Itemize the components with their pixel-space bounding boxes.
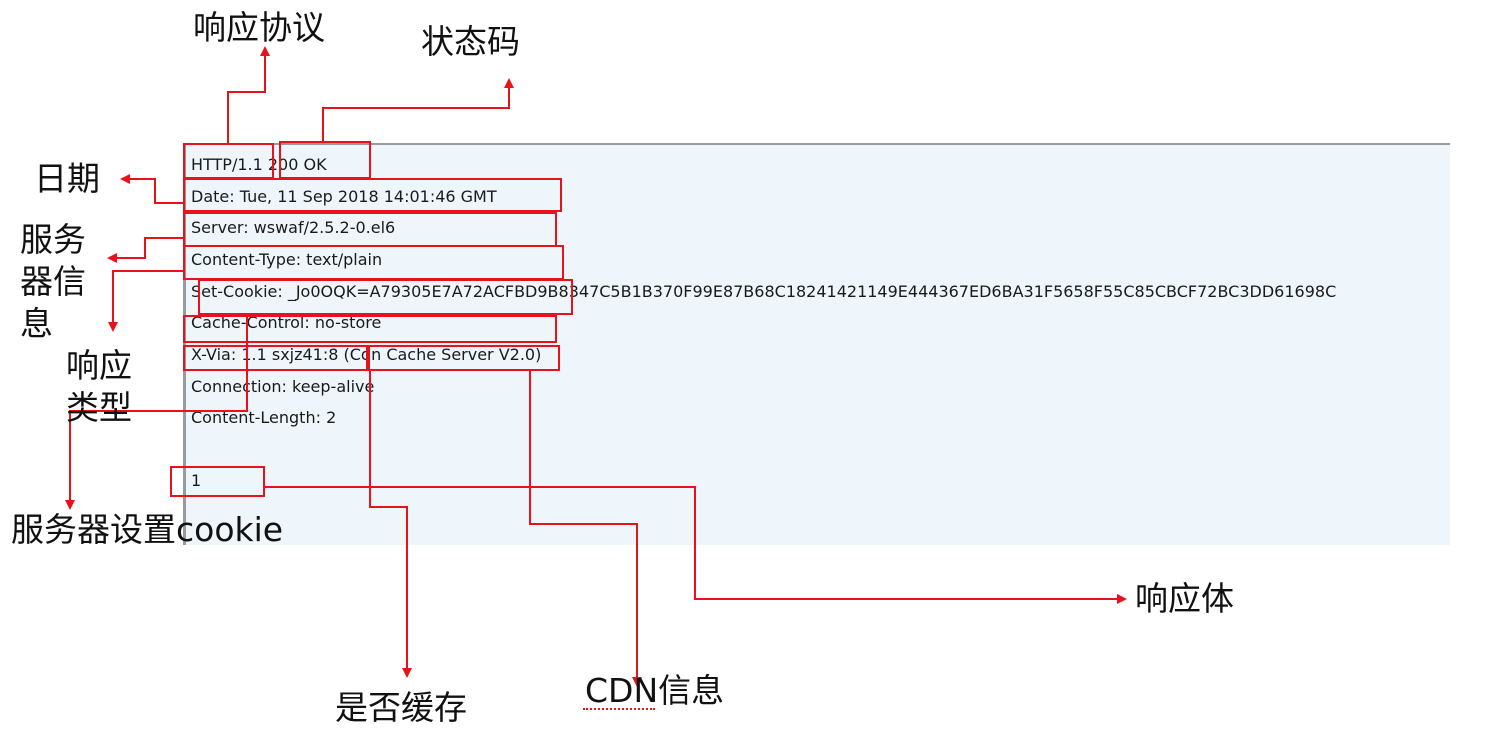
protocol-box	[183, 143, 274, 179]
date-arrow	[120, 174, 183, 204]
body-box	[170, 466, 265, 497]
header-date: Date: Tue, 11 Sep 2018 14:01:46 GMT	[191, 187, 497, 206]
header-content-length: Content-Length: 2	[191, 408, 337, 427]
label-status-code: 状态码	[421, 22, 520, 61]
header-server: Server: wswaf/2.5.2-0.el6	[191, 218, 396, 237]
label-cdn: CDN信息	[585, 671, 725, 710]
label-date: 日期	[34, 159, 100, 198]
cdn-box	[368, 345, 560, 371]
label-cache: 是否缓存	[335, 688, 467, 727]
label-set-cookie: 服务器设置cookie	[11, 510, 284, 549]
protocol-arrow	[227, 46, 270, 143]
label-content-type: 响应类型	[66, 346, 132, 427]
status-line: HTTP/1.1 200 OK	[191, 155, 327, 174]
server-box	[183, 212, 557, 247]
x-via-box	[183, 345, 368, 371]
header-content-type: Content-Type: text/plain	[191, 250, 383, 269]
date-box	[183, 178, 562, 212]
set-cookie-box	[198, 279, 573, 315]
label-body: 响应体	[1135, 579, 1234, 618]
label-protocol: 响应协议	[193, 8, 325, 47]
status-code-box	[279, 141, 371, 179]
status-code-arrow	[322, 78, 514, 141]
label-server-info: 服务器信息	[20, 220, 86, 343]
cache-control-box	[183, 315, 557, 343]
header-set-cookie: Set-Cookie: _Jo0OQK=A79305E7A72ACFBD9B83…	[191, 282, 1337, 301]
header-connection: Connection: keep-alive	[191, 377, 375, 396]
spellcheck-underline	[583, 704, 655, 710]
server-arrow	[107, 237, 183, 263]
content-type-arrow	[108, 270, 183, 332]
content-type-box	[183, 245, 564, 280]
